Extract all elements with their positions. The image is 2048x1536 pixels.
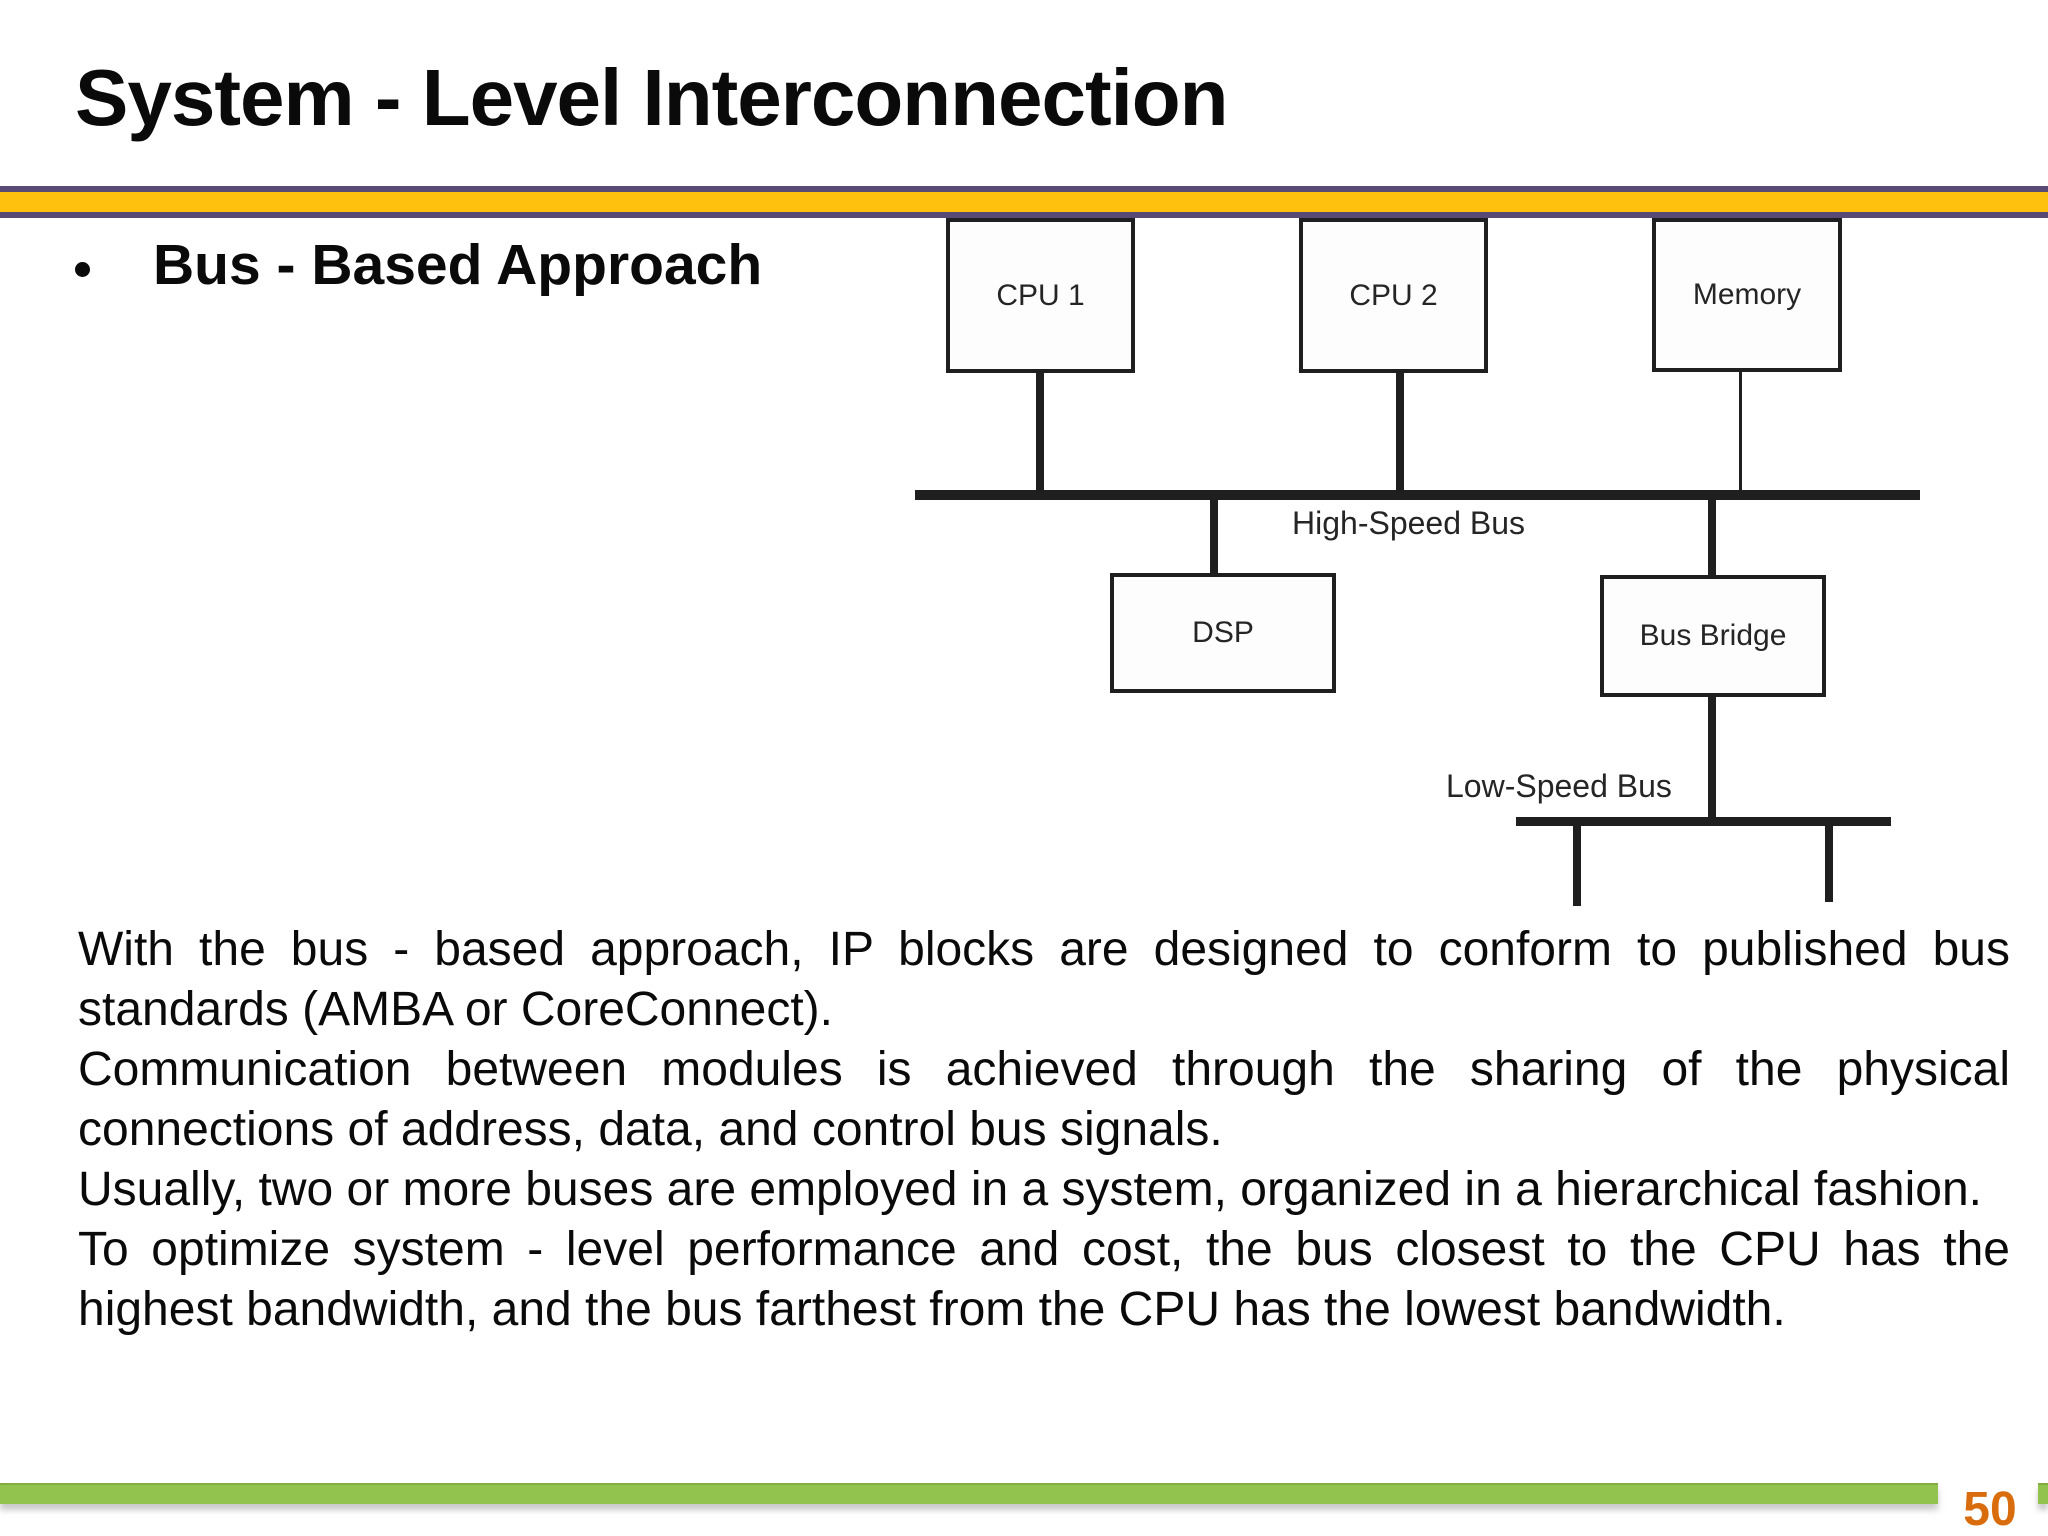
diagram-box-dsp: DSP: [1110, 573, 1336, 693]
diagram-box-bus-bridge: Bus Bridge: [1600, 575, 1826, 697]
connector-memory: [1739, 371, 1742, 492]
page-title: System - Level Interconnection: [75, 53, 1229, 142]
connector-cpu1: [1036, 371, 1044, 492]
connector-dsp: [1210, 498, 1218, 576]
header-accent-bar: [0, 186, 2048, 218]
body-paragraph: Usually, two or more buses are employed …: [78, 1163, 1983, 1216]
diagram-box-cpu2-label: CPU 2: [1349, 278, 1438, 312]
diagram-box-memory: Memory: [1652, 218, 1842, 372]
bullet-marker: [75, 262, 90, 277]
connector-cpu2: [1396, 371, 1404, 492]
diagram-box-cpu2: CPU 2: [1299, 218, 1488, 373]
body-paragraph: Communication between modules is achieve…: [78, 1043, 2010, 1156]
diagram-box-cpu1-label: CPU 1: [996, 278, 1085, 312]
diagram-box-bus-bridge-label: Bus Bridge: [1639, 619, 1787, 652]
low-bus-stub-left: [1573, 824, 1581, 906]
connector-bridge-upper: [1708, 498, 1716, 578]
diagram-box-cpu1: CPU 1: [946, 218, 1135, 373]
bullet-text: Bus - Based Approach: [153, 233, 763, 297]
footer-bar-stub: [2038, 1483, 2048, 1504]
footer-bar: [0, 1483, 1938, 1504]
body-text: With the bus - based approach, IP blocks…: [78, 920, 2010, 1340]
diagram-box-dsp-label: DSP: [1192, 616, 1254, 649]
low-speed-bus-label: Low-Speed Bus: [1446, 768, 1672, 804]
body-paragraph: With the bus - based approach, IP blocks…: [78, 923, 2010, 1036]
high-speed-bus-label: High-Speed Bus: [1292, 505, 1526, 541]
connector-bridge-lower: [1708, 695, 1716, 819]
diagram-box-memory-label: Memory: [1692, 278, 1802, 311]
page-number: 50: [1963, 1483, 2017, 1536]
body-paragraph: To optimize system - level performance a…: [78, 1223, 2010, 1336]
low-speed-bus-line: [1516, 817, 1891, 826]
low-bus-stub-right: [1825, 824, 1833, 902]
high-speed-bus-line: [915, 490, 1920, 500]
